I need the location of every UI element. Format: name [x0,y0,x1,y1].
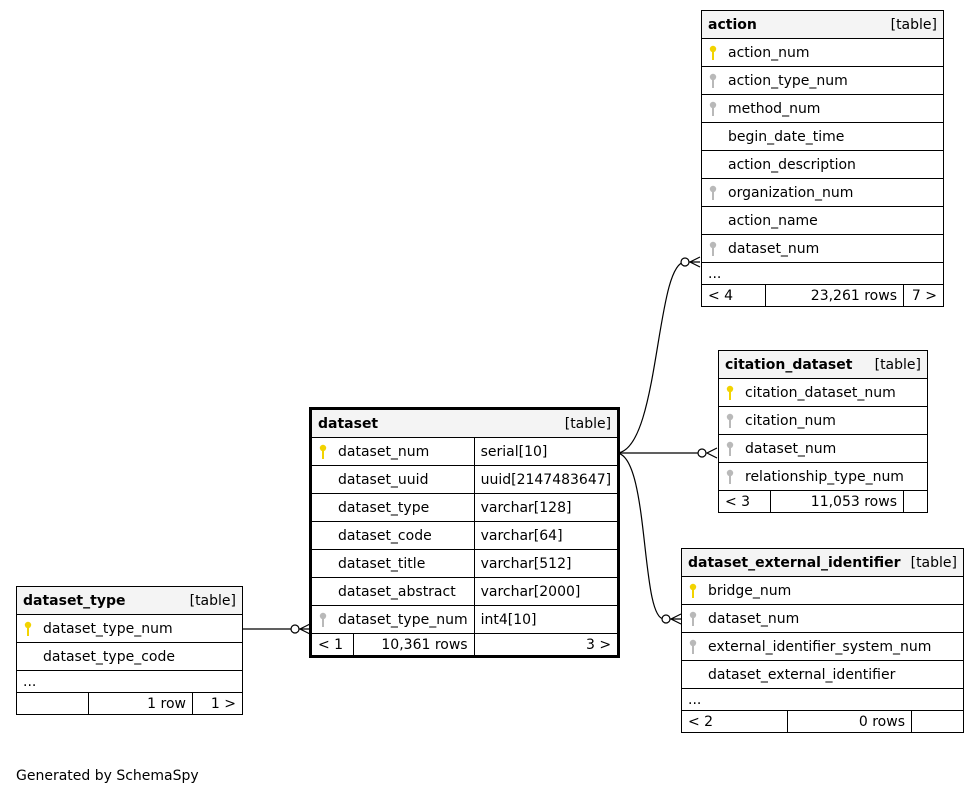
column-name: dataset_num [728,240,820,257]
column-row[interactable]: action_type_num [701,66,944,95]
column-name: external_identifier_system_num [708,638,932,655]
table-tag: [table] [874,356,921,373]
table-tag: [table] [890,16,937,33]
column-name: dataset_type_num [43,620,173,637]
table-title: dataset_type [23,592,126,609]
column-row[interactable]: dataset_code varchar[64] [311,521,619,550]
table-tag: [table] [564,415,612,432]
column-type: uuid[2147483647] [473,465,619,494]
table-title: citation_dataset [725,356,853,373]
column-row[interactable]: action_name [701,206,944,235]
column-row[interactable]: dataset_type_num int4[10] [311,605,619,634]
column-name: dataset_type [338,499,430,516]
column-name: relationship_type_num [745,468,904,485]
parents-count[interactable] [16,692,89,715]
table-title: dataset_external_identifier [688,554,901,571]
column-name: dataset_type_code [43,648,175,665]
column-row[interactable]: method_num [701,94,944,123]
column-row[interactable]: dataset_num [718,434,928,463]
more-columns: ... [701,262,944,285]
column-row[interactable]: relationship_type_num [718,462,928,491]
column-type: serial[10] [473,437,619,466]
column-name: action_description [728,156,856,173]
more-columns: ... [681,688,964,711]
column-row[interactable]: organization_num [701,178,944,207]
column-name: organization_num [728,184,854,201]
children-count[interactable]: 1 > [192,692,243,715]
column-row[interactable]: dataset_uuid uuid[2147483647] [311,465,619,494]
parents-count[interactable]: < 3 [718,490,771,513]
more-columns: ... [16,670,243,693]
column-name: action_name [728,212,818,229]
column-row[interactable]: action_num [701,38,944,67]
parents-count[interactable]: < 2 [681,710,788,733]
column-row[interactable]: dataset_abstract varchar[2000] [311,577,619,606]
rel-dataset-action [615,261,700,454]
table-title: dataset [318,415,379,432]
column-type: varchar[64] [473,521,619,550]
row-count: 11,053 rows [770,490,904,513]
table-title: action [708,16,757,33]
column-name: dataset_external_identifier [708,666,896,683]
column-name: dataset_abstract [338,583,456,600]
column-type: int4[10] [473,605,619,634]
column-row[interactable]: begin_date_time [701,122,944,151]
column-name: citation_num [745,412,836,429]
column-name: citation_dataset_num [745,384,896,401]
column-row[interactable]: dataset_num [681,604,964,633]
children-count[interactable] [911,710,964,733]
children-count[interactable] [903,490,928,513]
column-row[interactable]: bridge_num [681,576,964,605]
column-name: action_type_num [728,72,848,89]
children-count[interactable]: 7 > [903,284,944,307]
column-row[interactable]: dataset_external_identifier [681,660,964,689]
column-row[interactable]: dataset_type_num [16,614,243,643]
column-name: dataset_uuid [338,471,429,488]
row-count: 0 rows [787,710,912,733]
column-type: varchar[2000] [473,577,619,606]
column-name: dataset_code [338,527,432,544]
column-name: dataset_num [745,440,837,457]
column-row[interactable]: dataset_num serial[10] [311,437,619,466]
column-name: dataset_num [708,610,800,627]
column-row[interactable]: citation_dataset_num [718,378,928,407]
column-name: dataset_num [338,443,430,460]
column-name: begin_date_time [728,128,845,145]
column-name: dataset_title [338,555,426,572]
column-row[interactable]: external_identifier_system_num [681,632,964,661]
children-count[interactable]: 3 > [473,633,619,656]
column-type: varchar[128] [473,493,619,522]
table-tag: [table] [189,592,236,609]
column-row[interactable]: action_description [701,150,944,179]
row-count: 10,361 rows [353,633,475,656]
column-name: method_num [728,100,821,117]
parents-count[interactable]: < 1 [311,633,354,656]
column-row[interactable]: dataset_type varchar[128] [311,493,619,522]
column-row[interactable]: citation_num [718,406,928,435]
rel-dataset-external [615,452,681,620]
column-row[interactable]: dataset_type_code [16,642,243,671]
row-count: 23,261 rows [765,284,904,307]
generated-by-label: Generated by SchemaSpy [16,768,199,784]
column-name: dataset_type_num [338,611,468,628]
table-tag: [table] [910,554,957,571]
column-type: varchar[512] [473,549,619,578]
column-row[interactable]: dataset_num [701,234,944,263]
row-count: 1 row [88,692,193,715]
column-name: action_num [728,44,810,61]
column-name: bridge_num [708,582,792,599]
table-dataset-external-identifier[interactable]: dataset_external_identifier [table] bridg… [681,548,964,733]
table-citation-dataset[interactable]: citation_dataset [table] citation_dataset… [718,350,928,513]
parents-count[interactable]: < 4 [701,284,766,307]
column-row[interactable]: dataset_title varchar[512] [311,549,619,578]
